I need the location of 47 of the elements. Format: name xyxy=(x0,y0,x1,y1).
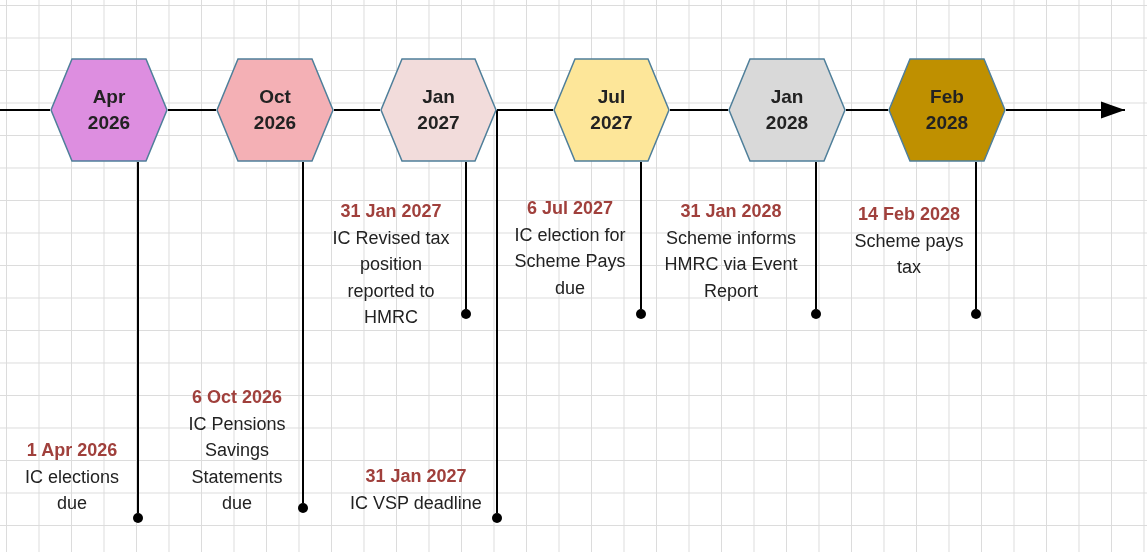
timeline-line xyxy=(669,109,729,111)
event-date: 6 Oct 2026 xyxy=(190,386,284,409)
event-description: IC elections due xyxy=(23,465,120,515)
end-dot xyxy=(461,309,471,319)
end-dot xyxy=(811,309,821,319)
event-date: 31 Jan 2028 xyxy=(679,200,783,223)
timeline-line xyxy=(845,109,889,111)
end-dot xyxy=(492,513,502,523)
date-label: Jul 2027 xyxy=(589,85,634,135)
leader-line xyxy=(815,161,817,310)
event-description: IC VSP deadline xyxy=(349,491,483,515)
date-label: Oct 2026 xyxy=(252,85,298,135)
timeline-arrow xyxy=(1005,101,1126,119)
event-date: 31 Jan 2027 xyxy=(364,465,468,488)
event-date: 1 Apr 2026 xyxy=(25,439,119,462)
leader-line xyxy=(496,109,498,514)
event-description: IC Revised tax position reported to HMRC xyxy=(331,226,451,329)
event-date: 6 Jul 2027 xyxy=(525,197,615,220)
end-dot xyxy=(971,309,981,319)
event-description: Scheme pays tax xyxy=(853,229,965,279)
timeline-line xyxy=(496,109,554,111)
event-description: IC Pensions Savings Statements due xyxy=(187,412,287,515)
leader-line xyxy=(302,161,304,504)
end-dot xyxy=(133,513,143,523)
event-date: 14 Feb 2028 xyxy=(856,203,962,226)
timeline-hexagon xyxy=(216,58,334,162)
leader-line xyxy=(465,161,467,310)
event-description: IC election for Scheme Pays due xyxy=(513,223,627,300)
timeline-hexagon xyxy=(888,58,1006,162)
date-label: Jan 2027 xyxy=(416,85,461,135)
date-label: Feb 2028 xyxy=(924,85,970,135)
end-dot xyxy=(636,309,646,319)
timeline-hexagon xyxy=(553,58,670,162)
timeline-hexagon xyxy=(50,58,168,162)
date-label: Jan 2028 xyxy=(764,85,810,135)
timeline-hexagon xyxy=(728,58,846,162)
end-dot xyxy=(298,503,308,513)
date-label: Apr 2026 xyxy=(86,85,132,135)
event-date: 31 Jan 2027 xyxy=(339,200,443,223)
timeline-hexagon xyxy=(380,58,497,162)
leader-line xyxy=(975,161,977,310)
leader-line xyxy=(640,161,642,310)
timeline-line xyxy=(167,109,217,111)
timeline-line xyxy=(0,109,51,111)
event-description: Scheme informs HMRC via Event Report xyxy=(663,226,799,303)
leader-line xyxy=(137,161,139,514)
timeline-line xyxy=(333,109,381,111)
